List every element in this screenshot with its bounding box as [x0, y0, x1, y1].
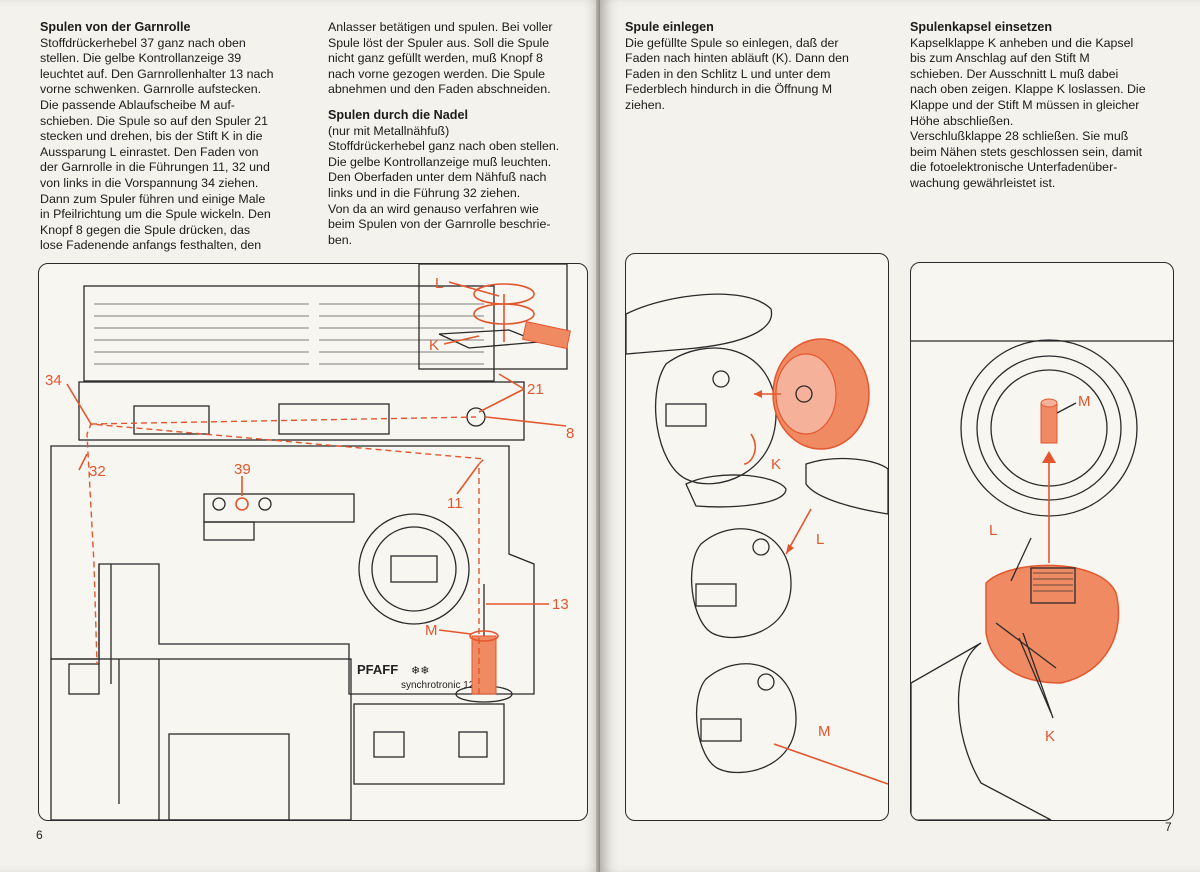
paragraph-winding-continued: Anlasser betätigen und spulen. Bei volle…: [328, 20, 553, 97]
left-page: Spulen von der Garnrolle Stoffdrückerheb…: [0, 0, 600, 872]
label-M: M: [425, 622, 438, 639]
text-column-winding-from-spool: Spulen von der Garnrolle Stoffdrückerheb…: [40, 20, 315, 254]
brand-symbol: ❄❄: [411, 664, 429, 677]
label-13: 13: [552, 596, 569, 613]
model-name-text: synchrotronic 12: [401, 680, 475, 691]
label-39: 39: [234, 461, 251, 478]
label-K: K: [1045, 728, 1055, 745]
text-column-insert-bobbin-case: Spulenkapsel einsetzen Kapselklappe K an…: [910, 20, 1190, 192]
label-34: 34: [45, 372, 62, 389]
label-L: L: [816, 531, 824, 548]
label-21: 21: [527, 381, 544, 398]
label-K: K: [429, 337, 439, 354]
sewing-machine-illustration: PFAFF ❄❄ synchrotronic 12: [45, 264, 574, 820]
figure-insert-bobbin: K L M: [625, 253, 889, 821]
label-L: L: [989, 522, 997, 539]
text-column-insert-bobbin: Spule einlegen Die gefüllte Spule so ein…: [625, 20, 890, 114]
label-8: 8: [566, 425, 574, 442]
label-11: 11: [447, 495, 463, 512]
label-M: M: [818, 723, 831, 740]
heading-winding-from-spool: Spulen von der Garnrolle: [40, 20, 191, 34]
right-page: Spule einlegen Die gefüllte Spule so ein…: [600, 0, 1200, 872]
label-L: L: [435, 275, 443, 292]
figure-insert-bobbin-case: M L K: [910, 262, 1174, 821]
heading-insert-bobbin: Spule einlegen: [625, 20, 714, 34]
paragraph-winding-from-spool: Stoffdrückerhebel 37 ganz nach oben stel…: [40, 35, 274, 253]
subheading-metal-foot-only: (nur mit Metallnähfuß): [328, 123, 450, 138]
page-number-left: 6: [36, 828, 43, 842]
paragraph-insert-bobbin: Die gefüllte Spule so einlegen, daß der …: [625, 35, 849, 112]
page-number-right: 7: [1165, 820, 1172, 834]
brand-logo-text: PFAFF: [357, 662, 398, 677]
bobbin-case-holder-illustration: M L K: [911, 339, 1173, 820]
label-32: 32: [89, 463, 106, 480]
text-column-winding-through-needle: Anlasser betätigen und spulen. Bei volle…: [328, 20, 590, 248]
label-K: K: [771, 456, 781, 473]
heading-winding-through-needle: Spulen durch die Nadel: [328, 107, 468, 122]
figure-sewing-machine: PFAFF ❄❄ synchrotronic 12: [38, 263, 588, 821]
heading-insert-bobbin-case: Spulenkapsel einsetzen: [910, 20, 1053, 34]
paragraph-winding-through-needle: Stoffdrückerhebel ganz nach oben stellen…: [328, 139, 560, 247]
label-M: M: [1078, 393, 1091, 410]
bobbin-case-illustration: K L M: [626, 293, 888, 785]
paragraph-insert-bobbin-case: Kapselklappe K anheben und die Kapsel bi…: [910, 35, 1146, 190]
